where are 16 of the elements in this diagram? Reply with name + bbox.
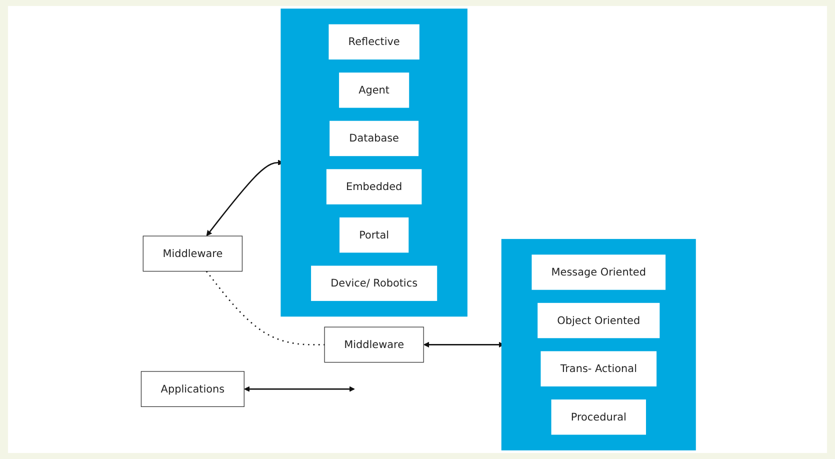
node-box: Embedded	[326, 169, 422, 204]
node-box: Procedural	[552, 399, 646, 435]
node-box: Message Oriented	[532, 254, 666, 290]
node-box: Object Oriented	[538, 302, 660, 338]
node-box: Middleware	[324, 326, 424, 363]
node-box: Applications	[141, 371, 245, 407]
node-box: Device/ Robotics	[311, 266, 438, 301]
node-box: Middleware	[143, 236, 243, 272]
node-box: Portal	[340, 217, 409, 253]
cluster	[502, 238, 696, 450]
node-box: Agent	[339, 72, 410, 108]
node-box: Reflective	[328, 24, 420, 60]
cluster	[280, 8, 468, 317]
node-box: Database	[330, 120, 419, 156]
arrow	[244, 386, 355, 392]
node-box: Trans- Actional	[540, 351, 657, 386]
